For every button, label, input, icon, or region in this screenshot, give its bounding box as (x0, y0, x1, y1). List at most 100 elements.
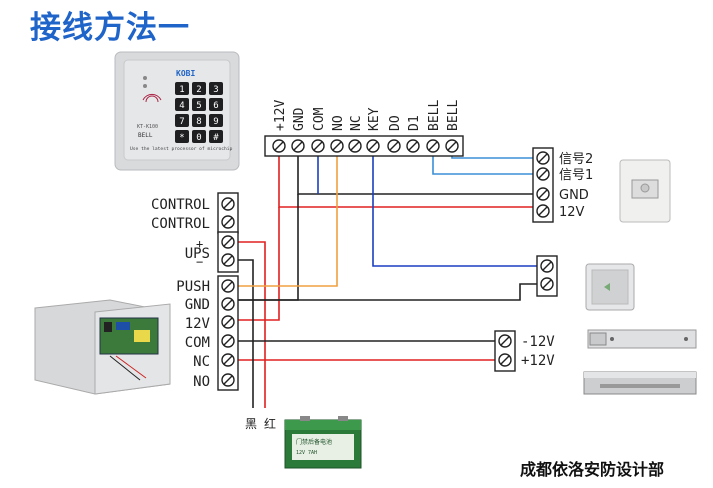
left-terminal-screw (221, 297, 235, 311)
keypad-model: KT-K100 (137, 124, 158, 130)
left-terminal-screw (221, 373, 235, 387)
battery-red-label: 红 (264, 416, 276, 431)
left-terminal-label: NO (193, 374, 210, 390)
keypad-key[interactable]: 7 (175, 114, 189, 127)
keypad-key-label: 4 (179, 101, 184, 111)
left-terminal-label: GND (185, 297, 210, 313)
keypad-key[interactable]: 8 (192, 114, 206, 127)
top-terminal-label: KEY (367, 107, 382, 131)
top-terminal-label: COM (312, 107, 327, 131)
top-terminal-screw (291, 139, 305, 153)
key-icon (604, 283, 610, 291)
wire-bell-1 (432, 152, 535, 175)
keypad-key[interactable]: 6 (209, 98, 223, 111)
bell-terminal-label: 信号1 (559, 168, 593, 183)
keypad-key-label: 5 (196, 101, 201, 111)
left-terminal-screw (221, 253, 235, 267)
top-terminal-label: DO (388, 115, 403, 131)
top-terminal-label: NC (349, 115, 364, 131)
wire-ups-minus (238, 259, 254, 408)
push-terminal-screw (540, 277, 554, 291)
keypad-key-label: # (213, 133, 219, 143)
keypad-key[interactable]: 5 (192, 98, 206, 111)
left-terminal-screw (221, 353, 235, 367)
push-terminal-block (536, 255, 558, 297)
top-terminal-screw (330, 139, 344, 153)
keypad-bell-label: BELL (138, 132, 153, 139)
left-terminal-label: CONTROL (151, 197, 210, 213)
footer-credit: 成都依洛安防设计部 (520, 460, 665, 479)
left-terminal-label: 12V (185, 316, 211, 332)
page-title: 接线方法一 (30, 10, 190, 46)
battery-label: 门禁后备电池 (296, 438, 332, 446)
top-terminal-label: GND (292, 107, 307, 131)
keypad-key[interactable]: * (175, 130, 189, 143)
power-supply-box (34, 299, 171, 395)
top-terminal-screw (406, 139, 420, 153)
top-terminal-label: BELL (427, 100, 442, 131)
bell-terminal-screw (536, 167, 550, 181)
left-terminal-label: PUSH (176, 279, 210, 295)
keypad-key[interactable]: 0 (192, 130, 206, 143)
push-button-device (585, 263, 635, 311)
left-terminal-screw (221, 215, 235, 229)
magnetic-lock-device (583, 371, 697, 395)
top-terminal-screw (311, 139, 325, 153)
left-terminal-label: CONTROL (151, 216, 210, 232)
battery-model: 12V 7AH (296, 450, 317, 456)
keypad-key-label: 6 (213, 101, 218, 111)
rfid-icon (142, 93, 162, 101)
left-terminal-label: COM (185, 335, 210, 351)
keypad-key[interactable]: 3 (209, 82, 223, 95)
left-terminal-screw (221, 279, 235, 293)
keypad-key-label: 3 (213, 85, 218, 95)
keypad-key[interactable]: # (209, 130, 223, 143)
keypad-key[interactable]: 1 (175, 82, 189, 95)
top-terminal-label: D1 (407, 115, 422, 131)
battery-black-label: 黑 (245, 417, 257, 431)
keypad-key-label: 0 (196, 133, 201, 143)
bell-terminal-label: 12V (559, 205, 585, 220)
top-terminal-screw (445, 139, 459, 153)
top-terminal-screw (426, 139, 440, 153)
keypad-key[interactable]: 4 (175, 98, 189, 111)
backup-battery: 门禁后备电池 12V 7AH (284, 416, 362, 469)
left-terminal-label: UPS (185, 246, 210, 262)
top-terminal-screw (387, 139, 401, 153)
wire-no-push (238, 152, 338, 287)
ups-minus-sign: − (196, 255, 203, 269)
bell-terminal-label: GND (559, 188, 589, 203)
left-terminal-screw (221, 235, 235, 249)
wire-key (372, 152, 538, 267)
ups-plus-sign: + (196, 237, 203, 251)
lock-terminal-screw (498, 353, 512, 367)
keypad-key-label: 8 (196, 117, 201, 127)
keypad-key-label: 1 (179, 85, 184, 95)
wires (238, 152, 538, 408)
keypad-brand: KOBI (176, 69, 195, 78)
bolt-lock-device (587, 329, 697, 349)
keypad-key-label: 9 (213, 117, 218, 127)
wire-bell-2 (451, 152, 535, 159)
top-terminal-label: BELL (446, 100, 461, 131)
left-terminal-screw (221, 315, 235, 329)
bell-terminal-screw (536, 187, 550, 201)
lock-terminal-screw (498, 334, 512, 348)
top-terminal-label: NO (331, 115, 346, 131)
keypad-key-label: 7 (179, 117, 184, 127)
bell-terminal-label: 信号2 (559, 152, 593, 167)
keypad-key[interactable]: 2 (192, 82, 206, 95)
wire-12v-psu (238, 207, 280, 321)
left-terminal-screw (221, 334, 235, 348)
lock-terminal-label: +12V (521, 353, 555, 369)
keypad-key[interactable]: 9 (209, 114, 223, 127)
wire-ups-plus (238, 241, 266, 408)
lock-terminal-label: -12V (521, 334, 555, 350)
bell-terminal-screw (536, 204, 550, 218)
top-terminal-screw (348, 139, 362, 153)
